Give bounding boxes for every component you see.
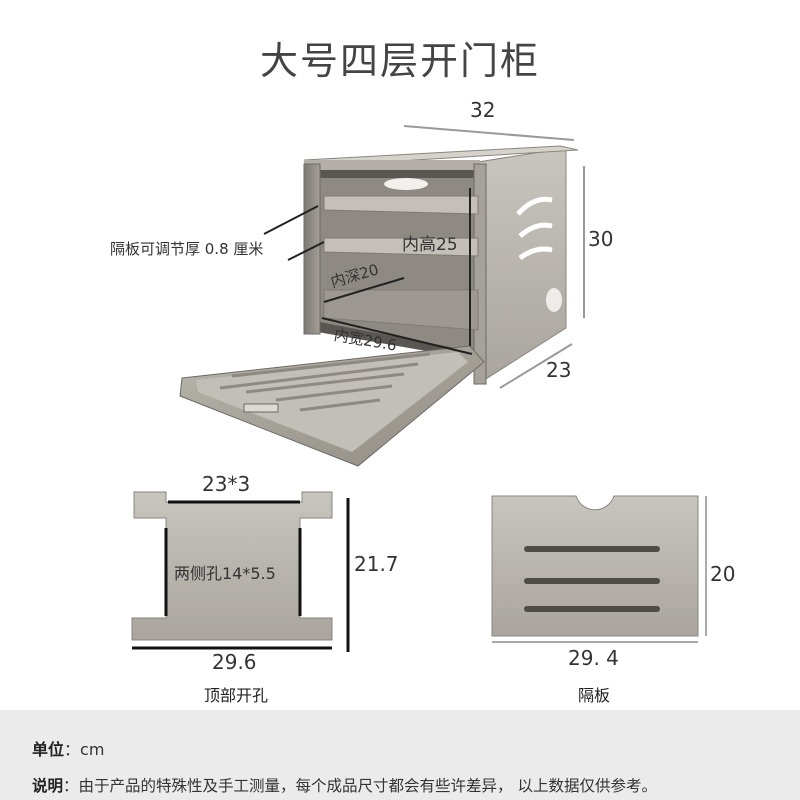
unit-key: 单位 [32, 740, 65, 759]
note-key: 说明 [32, 777, 64, 795]
page-title: 大号四层开门柜 [259, 39, 540, 83]
top-panel-width-label: 29.6 [212, 650, 257, 674]
shelf-panel-drawing [491, 495, 707, 643]
footer-notes: 单位：cm 说明：由于产品的特殊性及手工测量，每个成品尺寸都会有些许差异， 以上… [0, 710, 800, 800]
top-panel-notch-label: 23*3 [202, 472, 251, 496]
cabinet-height-label: 30 [588, 227, 614, 251]
cabinet-depth-label: 23 [546, 358, 572, 382]
shelf-panel-caption: 隔板 [578, 686, 611, 705]
top-panel-drawing [131, 491, 350, 652]
shelf-adjustable-note: 隔板可调节厚 0.8 厘米 [110, 240, 264, 258]
unit-value: ：cm [64, 740, 105, 759]
unit-line: 单位：cm [32, 736, 104, 760]
cabinet-body [303, 145, 579, 385]
top-panel-height-label: 21.7 [354, 552, 399, 576]
inner-height-label: 内高25 [402, 235, 458, 255]
top-panel-caption: 顶部开孔 [204, 686, 269, 705]
top-panel-hole-label: 两侧孔14*5.5 [174, 564, 276, 583]
note-line: 说明：由于产品的特殊性及手工测量，每个成品尺寸都会有些许差异， 以上数据仅供参考… [32, 774, 657, 796]
shelf-panel-height-label: 20 [710, 562, 736, 586]
cabinet-width-label: 32 [470, 98, 496, 122]
cabinet-door [179, 345, 485, 467]
note-value: ：由于产品的特殊性及手工测量，每个成品尺寸都会有些许差异， 以上数据仅供参考。 [63, 777, 657, 795]
shelf-panel-width-label: 29. 4 [568, 646, 619, 670]
cabinet-illustration [131, 125, 707, 652]
